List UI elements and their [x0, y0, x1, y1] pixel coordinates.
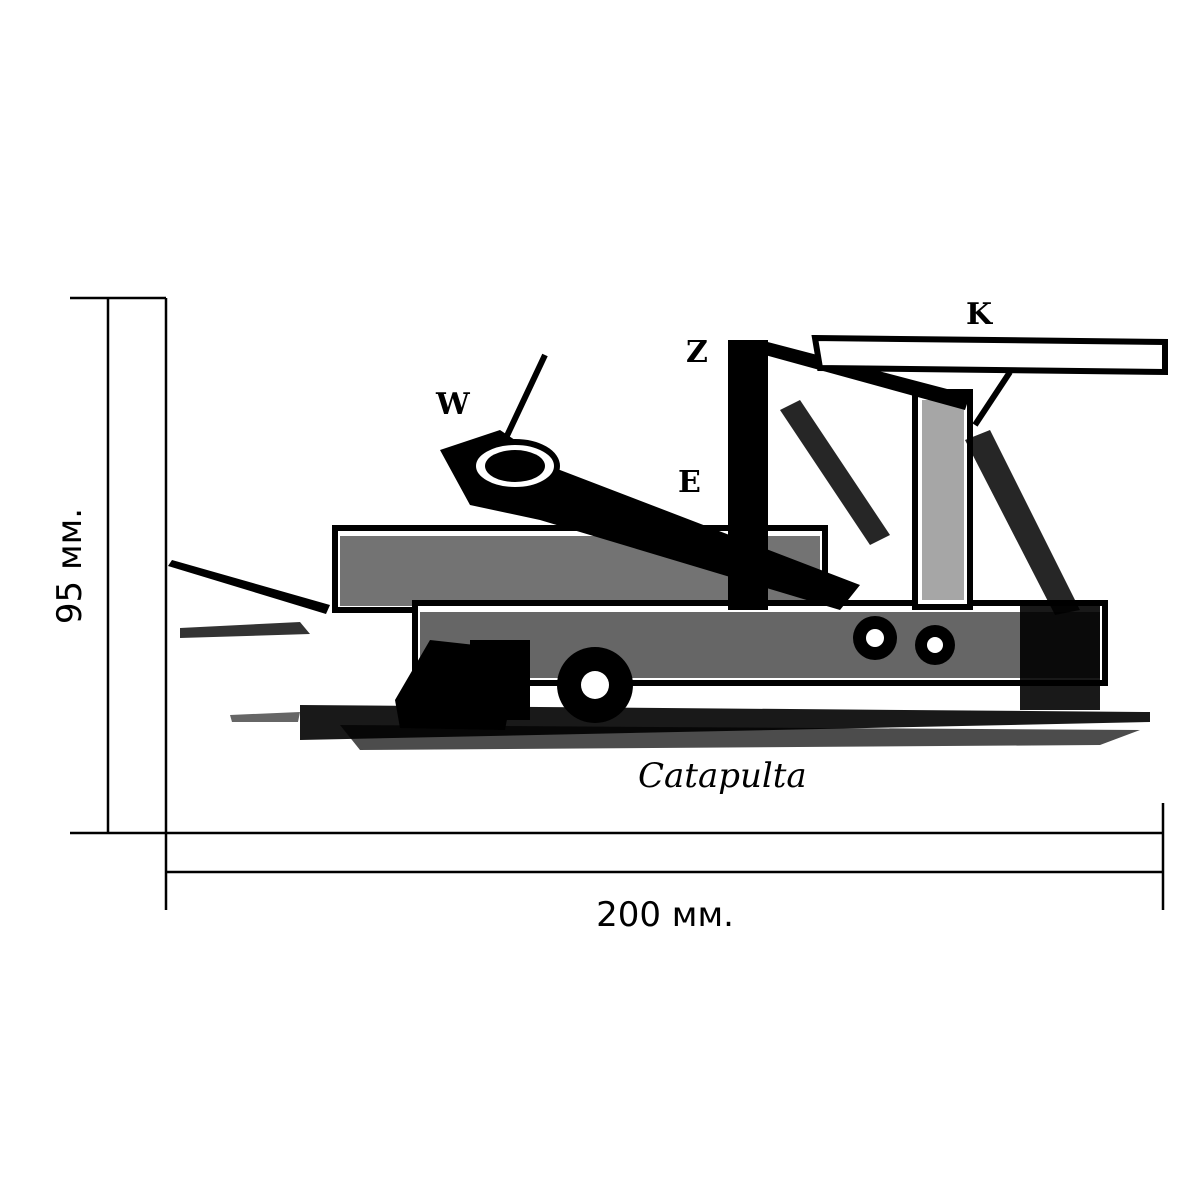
part-letter-w: W: [435, 387, 471, 422]
part-letter-k: K: [966, 297, 993, 332]
width-dimension-label: 200 мм.: [596, 895, 734, 935]
pole: [168, 560, 330, 614]
right-base: [1020, 600, 1100, 710]
height-dimension-label: 95 мм.: [50, 507, 90, 625]
part-letter-e: E: [678, 465, 701, 500]
gear-wheels: [853, 616, 955, 665]
part-letter-z: Z: [686, 335, 708, 370]
part-letters: W Z K E: [435, 297, 993, 500]
illustration-caption: Catapulta: [638, 756, 807, 796]
upright-frame: [728, 334, 1168, 615]
